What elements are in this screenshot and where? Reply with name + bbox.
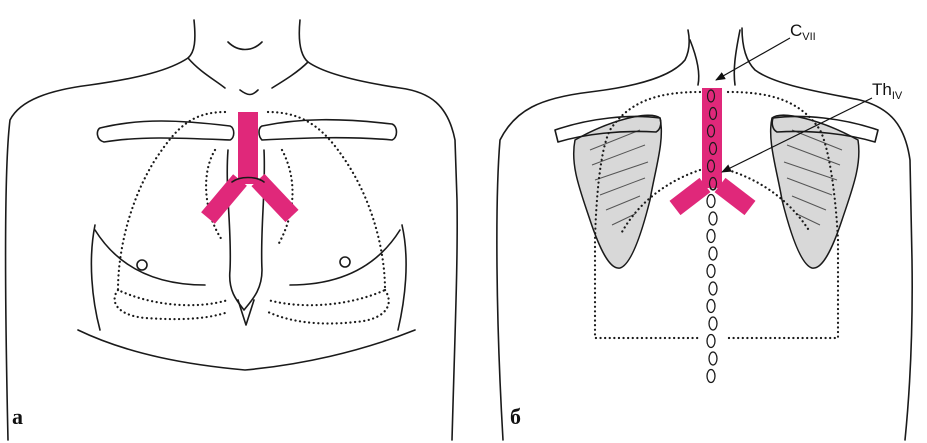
callout-cervical: CVII: [716, 21, 816, 80]
spinous-process: [707, 300, 715, 313]
front-trachea: [208, 112, 292, 218]
svg-text:ThIV: ThIV: [872, 80, 903, 102]
front-neck-left: [188, 58, 225, 88]
front-nipple-left: [137, 260, 147, 270]
callout-cervical-sub: VII: [802, 31, 815, 43]
front-rib-margin: [78, 330, 415, 370]
spinous-process: [707, 265, 715, 278]
back-neck-right: [734, 30, 740, 85]
front-xiphoid: [238, 300, 254, 325]
front-nipple-right: [340, 257, 350, 267]
front-view-panel: а: [6, 20, 458, 440]
back-view-panel: CVII ThIV б: [497, 21, 912, 440]
spinous-process: [709, 317, 717, 330]
front-torso-outline: [6, 20, 458, 440]
callout-thoracic-sub: IV: [892, 90, 903, 102]
callout-cervical-main: C: [790, 21, 802, 40]
front-clavicle-left: [97, 121, 233, 142]
spinous-process: [707, 335, 715, 348]
spinous-process: [707, 195, 715, 208]
front-chin: [228, 42, 262, 50]
spinous-process: [709, 247, 717, 260]
back-trachea: [675, 88, 750, 208]
panel-label-b: б: [510, 404, 521, 429]
back-scapula-right: [771, 115, 859, 268]
front-axilla-right: [398, 225, 406, 330]
back-scapula-left: [574, 115, 662, 268]
panel-label-a: а: [12, 404, 23, 429]
spinous-process: [707, 370, 715, 383]
spinous-process: [707, 230, 715, 243]
spinous-process: [709, 352, 717, 365]
front-neck-notch: [240, 90, 258, 95]
callout-thoracic-main: Th: [872, 80, 892, 99]
front-pectoral-left: [95, 230, 205, 285]
spinous-process: [709, 212, 717, 225]
front-clavicle-right: [259, 120, 397, 140]
back-neck-left: [690, 40, 699, 85]
front-axilla-left: [91, 225, 100, 330]
spinous-process: [709, 282, 717, 295]
svg-text:CVII: CVII: [790, 21, 816, 43]
front-neck-right: [272, 62, 308, 88]
